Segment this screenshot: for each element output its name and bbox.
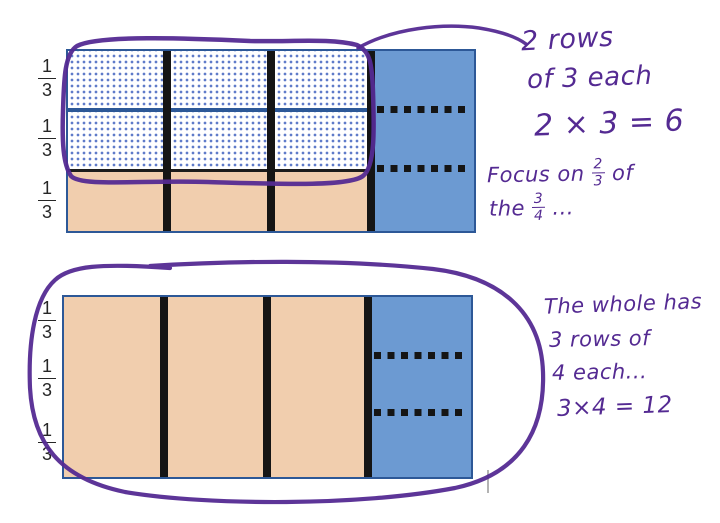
fraction-numerator: 1 xyxy=(37,298,56,321)
note-3-rows-of: 3 rows of xyxy=(548,326,651,352)
note-equation-2x3: 2 × 3 = 6 xyxy=(533,103,685,144)
fraction-denominator: 3 xyxy=(41,379,52,400)
note-of-3-each: of 3 each xyxy=(526,60,653,96)
note-focus-line-2: the 3 4 ... xyxy=(488,190,575,224)
tan-cell xyxy=(171,172,267,231)
blue-fourth-column xyxy=(372,297,471,477)
top-area-model xyxy=(66,49,476,233)
focus-mid: of xyxy=(611,160,634,185)
column-divider xyxy=(364,297,372,477)
connector-line xyxy=(356,24,528,50)
fraction-denominator: 3 xyxy=(41,201,52,222)
row-divider xyxy=(68,169,367,172)
focus-line2-prefix: the xyxy=(488,195,526,221)
note-whole-has: The whole has xyxy=(543,289,703,319)
focus-suffix: ... xyxy=(552,194,575,220)
top-row-label-2: 1 3 xyxy=(34,116,60,160)
fraction-denominator: 3 xyxy=(41,79,52,100)
tan-cell xyxy=(168,297,263,477)
top-row-label-1: 1 3 xyxy=(34,56,60,100)
dotted-cell xyxy=(68,51,163,108)
column-divider xyxy=(160,297,168,477)
dashed-row-line xyxy=(374,352,466,359)
note-focus-line-1: Focus on 2 3 of xyxy=(486,156,634,191)
column-divider xyxy=(367,51,375,231)
tan-cell xyxy=(271,297,364,477)
dotted-cell xyxy=(68,112,163,169)
fraction-numerator: 1 xyxy=(37,420,56,443)
note-equation-3x4: 3×4 = 12 xyxy=(556,391,674,423)
fraction-numerator: 1 xyxy=(37,56,56,79)
focus-prefix: Focus on xyxy=(486,161,585,187)
bottom-row-label-1: 1 3 xyxy=(34,298,60,342)
tan-cell xyxy=(275,172,367,231)
note-2-rows: 2 rows xyxy=(520,21,615,58)
bottom-row-label-3: 1 3 xyxy=(34,420,60,464)
bottom-row-label-2: 1 3 xyxy=(34,356,60,400)
tan-cell xyxy=(64,297,160,477)
column-divider xyxy=(163,51,171,231)
fraction-denominator: 3 xyxy=(41,443,52,464)
dashed-row-line xyxy=(377,165,469,172)
dashed-row-line xyxy=(377,106,469,113)
top-row-label-3: 1 3 xyxy=(34,178,60,222)
fraction-numerator: 1 xyxy=(37,178,56,201)
bottom-area-model xyxy=(62,295,473,479)
fraction-numerator: 1 xyxy=(37,356,56,379)
blue-fourth-column xyxy=(375,51,474,231)
fraction-denominator: 3 xyxy=(41,321,52,342)
text-cursor-mark xyxy=(487,470,489,493)
dotted-cell xyxy=(171,112,267,169)
column-divider xyxy=(267,51,275,231)
fraction-two-thirds: 2 3 xyxy=(591,156,605,190)
dotted-cell xyxy=(171,51,267,108)
note-4-each: 4 each... xyxy=(551,359,648,385)
dashed-row-line xyxy=(374,409,466,416)
dotted-cell xyxy=(275,112,367,169)
fraction-three-fourths: 3 4 xyxy=(531,190,546,224)
row-divider xyxy=(68,108,367,112)
column-divider xyxy=(263,297,271,477)
fraction-numerator: 1 xyxy=(37,116,56,139)
tan-cell xyxy=(68,172,163,231)
dotted-cell xyxy=(275,51,367,108)
fraction-denominator: 3 xyxy=(41,139,52,160)
